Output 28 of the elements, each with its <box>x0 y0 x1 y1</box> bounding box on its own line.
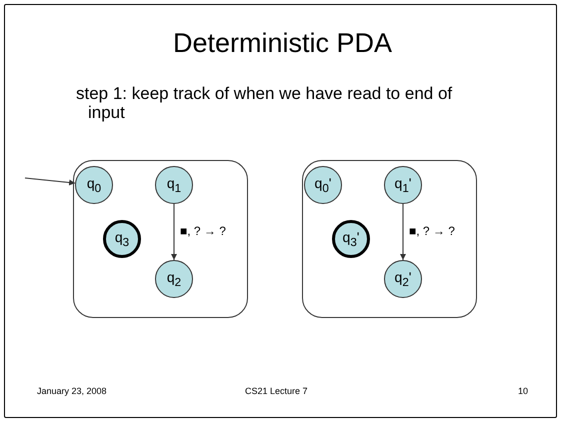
state-label: q$_{0}$ <box>86 175 102 195</box>
state-label: q$_{2}$' <box>394 269 412 289</box>
footer-date: January 23, 2008 <box>37 386 107 396</box>
edge-label: ■, ? → ? <box>409 224 455 238</box>
footer-title: CS21 Lecture 7 <box>245 386 308 396</box>
state-label: q$_{2}$ <box>166 269 182 289</box>
state-circle <box>304 166 342 204</box>
state-label: q$_{3}$' <box>342 229 360 249</box>
state-label: q$_{1}$' <box>394 175 412 195</box>
state-label: q$_{0}$' <box>314 175 332 195</box>
transition-arrow <box>400 204 406 260</box>
transition-arrow <box>24 178 76 186</box>
accept-state-circle <box>332 220 370 258</box>
state-circle <box>384 260 422 298</box>
transition-arrow <box>171 204 177 260</box>
state-circle <box>155 260 193 298</box>
body-text: step 1: keep track of when we have read to end of input <box>76 84 454 122</box>
state-label: q$_{1}$ <box>166 175 182 195</box>
state-group-box <box>302 160 477 318</box>
accept-state-circle <box>103 220 141 258</box>
state-circle <box>384 166 422 204</box>
page-number: 10 <box>518 386 528 396</box>
edge-label: ■, ? → ? <box>180 224 226 238</box>
state-group-box <box>73 160 248 318</box>
state-label: q$_{3}$ <box>114 229 130 249</box>
slide-title: Deterministic PDA <box>172 28 394 59</box>
state-circle <box>155 166 193 204</box>
state-circle <box>75 166 113 204</box>
